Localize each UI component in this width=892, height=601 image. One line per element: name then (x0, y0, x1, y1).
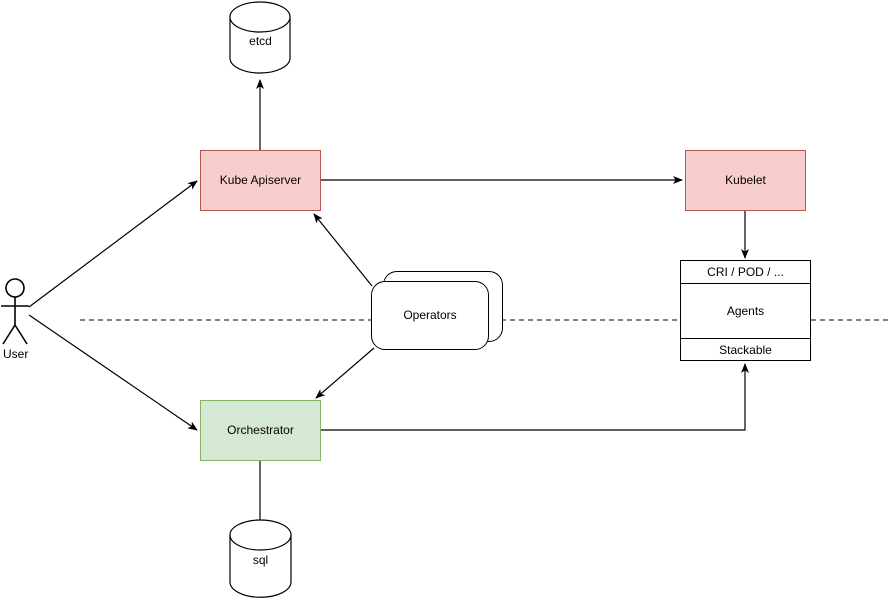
kube-apiserver-node[interactable]: Kube Apiserver (200, 150, 321, 211)
orchestrator-label: Orchestrator (227, 423, 294, 438)
kubelet-label: Kubelet (725, 173, 766, 188)
agents-cri-pod-section: CRI / POD / ... (681, 261, 810, 284)
operators-label: Operators (403, 308, 457, 323)
sql-cylinder-shape (229, 519, 292, 598)
orchestrator-node[interactable]: Orchestrator (200, 400, 321, 461)
sql-label: sql (252, 552, 269, 567)
etcd-label: etcd (249, 33, 272, 48)
agents-stackable-label: Stackable (719, 342, 772, 357)
edge-operators-to-orchestrator (315, 347, 375, 399)
edge-user-to-apiserver (28, 180, 198, 308)
agents-main-section: Agents (681, 284, 810, 338)
user-actor-icon (1, 278, 29, 345)
agents-node[interactable]: CRI / POD / ... Agents Stackable (680, 260, 811, 361)
agents-cri-pod-label: CRI / POD / ... (707, 265, 784, 279)
user-node-label: User (3, 347, 28, 361)
etcd-cylinder-shape (229, 1, 291, 74)
kubelet-node[interactable]: Kubelet (685, 150, 806, 211)
agents-stackable-section: Stackable (681, 338, 810, 360)
kube-apiserver-label: Kube Apiserver (219, 173, 302, 188)
agents-main-label: Agents (726, 304, 765, 318)
edge-user-to-orchestrator (28, 314, 198, 431)
sql-node: sql (230, 549, 291, 571)
edge-operators-to-apiserver (313, 213, 373, 287)
user-label: User (3, 347, 29, 361)
edge-orchestrator-to-agents (321, 363, 749, 431)
etcd-node: etcd (230, 30, 291, 52)
operators-node[interactable]: Operators (371, 281, 489, 350)
